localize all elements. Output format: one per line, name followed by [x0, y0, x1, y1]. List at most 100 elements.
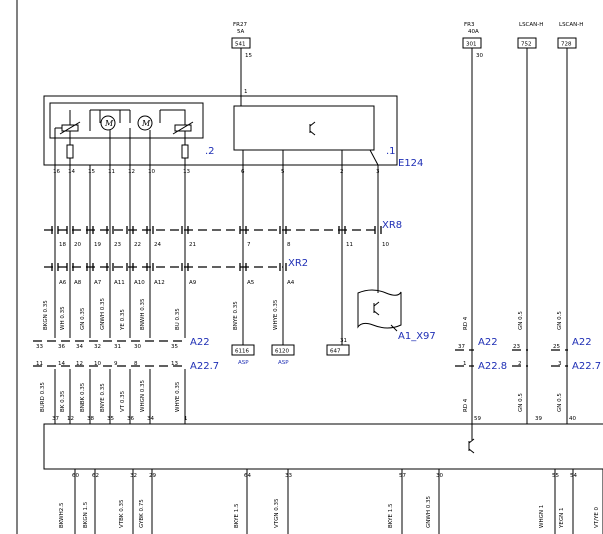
wire-color-label: YE 0.35 — [120, 309, 126, 331]
e124-pin-label: 12 — [128, 169, 135, 175]
motor-icon: M — [100, 115, 116, 131]
asp-label: ASP — [278, 360, 289, 366]
xr2-pin-label: A6 — [59, 280, 67, 286]
asp-pin: 31 — [340, 338, 347, 344]
wire-color-label: BKGN 1.5 — [83, 501, 89, 528]
a22-label: A22 — [190, 337, 210, 348]
wire-color-label: VT/YE 0 — [594, 506, 600, 528]
fuse-name: FR3 — [464, 22, 475, 28]
asp-code: 647 — [330, 349, 341, 355]
fuse-code: 301 — [466, 42, 477, 48]
wire-color-label: BKYE 1.5 — [388, 503, 394, 528]
a228-label: A22.8 — [478, 361, 507, 372]
wire-color-label: BKYE 1.5 — [234, 503, 240, 528]
wire-color-label: BK 0.35 — [60, 390, 66, 412]
a227-pin-label: 2 — [518, 361, 522, 367]
module-top-pin-label: 37 — [52, 416, 59, 422]
module-bottom-pin-label: 30 — [436, 473, 443, 479]
xr2-pin-label: A11 — [114, 280, 125, 286]
asp-code: 6120 — [275, 349, 289, 355]
wire-color-label: BNYE 0.35 — [233, 301, 239, 330]
wire-color-label: VTGN 0.35 — [274, 498, 280, 528]
a227-pin-label: 10 — [94, 361, 101, 367]
wire-color-label: BNWH 0.35 — [140, 298, 146, 330]
svg-text:M: M — [104, 119, 114, 128]
e124-outline — [43, 95, 398, 166]
xr8-pin-label: 22 — [134, 242, 141, 248]
wire-color-label: WHGN 0.35 — [140, 380, 146, 412]
module-bottom-pin-label: 64 — [244, 473, 251, 479]
xr2-pin-label: A9 — [189, 280, 197, 286]
xr8-pin-label: 10 — [382, 242, 389, 248]
wire-color-label: VTBK 0.35 — [119, 499, 125, 528]
module-top-pin-label: 34 — [147, 416, 154, 422]
a22-label-3: A22 — [572, 337, 592, 348]
wire-color-label: WHGN 1 — [539, 505, 545, 528]
asp-box — [271, 344, 295, 356]
e124-pin-label: 16 — [53, 169, 60, 175]
a227-pin-label: 12 — [76, 361, 83, 367]
transistor-icon — [468, 438, 475, 454]
wire-color-label: RD 4 — [463, 398, 469, 412]
a227-label: A22.7 — [190, 361, 219, 372]
wire-color-label: GYBK 0.75 — [139, 499, 145, 528]
wire-color-label: WH 0.35 — [60, 306, 66, 330]
e124-sub-outline — [49, 102, 204, 139]
asp-box — [326, 344, 350, 356]
transistor-icon — [309, 121, 316, 136]
xr8-pin-label: 20 — [74, 242, 81, 248]
a227-pin-label: 11 — [36, 361, 43, 367]
a22-label-2: A22 — [478, 337, 498, 348]
wire-color-label: BKGN 0.35 — [43, 300, 49, 330]
e124-pin-label: 6 — [241, 169, 245, 175]
xr2-pin-label: A8 — [74, 280, 82, 286]
a22-pin-label: 23 — [513, 344, 520, 350]
wire-color-label: VT 0.35 — [120, 390, 126, 412]
a227-pin-label: 14 — [58, 361, 65, 367]
wire-color-label: WHYE 0.35 — [175, 381, 181, 412]
fuse-pin: 30 — [476, 53, 483, 59]
fuse-code: 541 — [235, 42, 246, 48]
xr2-pin-label: A10 — [134, 280, 145, 286]
a22-pin-label: 25 — [553, 344, 560, 350]
asp-label: ASP — [238, 360, 249, 366]
fuse-rating: 40A — [468, 29, 479, 35]
xr8-pin-label: 23 — [114, 242, 121, 248]
e124-pin-label: 5 — [281, 169, 285, 175]
e124-pin-label: 15 — [88, 169, 95, 175]
asp-code: 6116 — [235, 349, 249, 355]
module-bottom-pin-label: 32 — [130, 473, 137, 479]
module-top-pin-label: 39 — [535, 416, 542, 422]
a22-pin-label: 33 — [36, 344, 43, 350]
e124-pin-label: 10 — [148, 169, 155, 175]
fuse-pin: 15 — [245, 53, 252, 59]
a1-x97-label: A1_X97 — [398, 331, 436, 342]
module-top-pin-label: 59 — [474, 416, 481, 422]
module-bottom-pin-label: 62 — [92, 473, 99, 479]
xr8-pin-label: 24 — [154, 242, 161, 248]
xr8-pin-label: 18 — [59, 242, 66, 248]
svg-text:M: M — [141, 119, 151, 128]
wire-color-label: GN 0.5 — [518, 311, 524, 330]
fuse-group: FR275A54115FR340A30130LSCAN-H752LSCAN-H7… — [231, 22, 583, 59]
fuse-name: LSCAN-H — [559, 22, 583, 28]
module-top-pin-label: 38 — [87, 416, 94, 422]
wire-color-label: GN 0.5 — [557, 311, 563, 330]
module-bottom-pin-label: 55 — [552, 473, 559, 479]
a227-pin-label: 1 — [463, 361, 467, 367]
e124-component: M M .2 .1 E124 1 — [43, 89, 423, 169]
e124-pin-label: 3 — [376, 169, 380, 175]
a22-pin-label: 31 — [114, 344, 121, 350]
module-top-pin-label: 35 — [107, 416, 114, 422]
bottom-module — [43, 423, 603, 470]
xr2-pin-label: A12 — [154, 280, 165, 286]
a227-label-2: A22.7 — [572, 361, 601, 372]
e124-pin-label: 14 — [68, 169, 75, 175]
